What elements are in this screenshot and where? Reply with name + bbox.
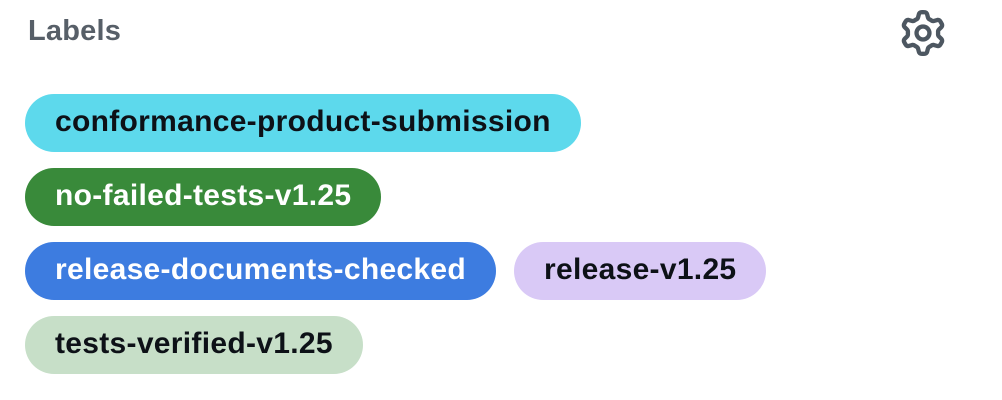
label-pill[interactable]: release-documents-checked <box>25 242 497 300</box>
label-row: no-failed-tests-v1.25 <box>25 168 1002 226</box>
labels-heading: Labels <box>28 15 122 47</box>
label-pill[interactable]: conformance-product-submission <box>25 94 581 152</box>
label-row: release-documents-checked release-v1.25 <box>25 242 1002 300</box>
label-row: tests-verified-v1.25 <box>25 316 1002 374</box>
labels-header: Labels <box>25 10 1002 56</box>
labels-list: conformance-product-submission no-failed-… <box>25 94 1002 374</box>
label-pill[interactable]: release-v1.25 <box>514 242 767 300</box>
gear-icon <box>900 10 946 56</box>
label-pill[interactable]: tests-verified-v1.25 <box>25 316 363 374</box>
label-row: conformance-product-submission <box>25 94 1002 152</box>
label-pill[interactable]: no-failed-tests-v1.25 <box>25 168 382 226</box>
labels-settings-button[interactable] <box>900 10 946 56</box>
